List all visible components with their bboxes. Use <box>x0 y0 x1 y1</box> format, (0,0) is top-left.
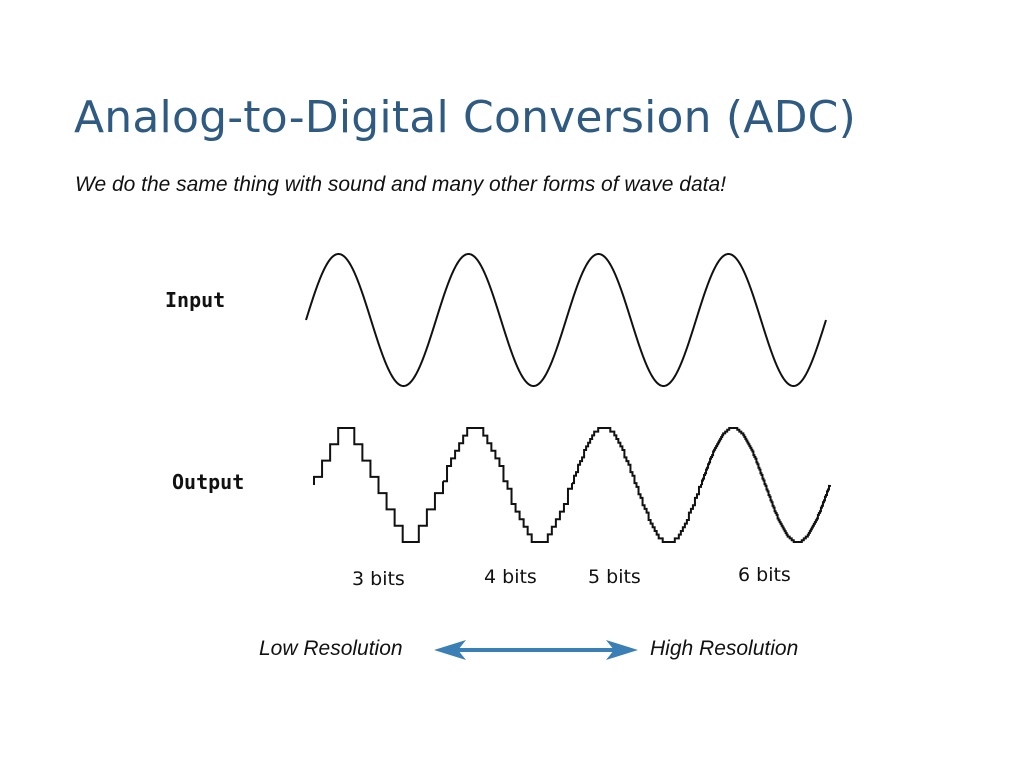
slide-title: Analog-to-Digital Conversion (ADC) <box>74 92 856 143</box>
input-label: Input <box>165 288 226 312</box>
arrow-right-head <box>606 640 638 660</box>
high-resolution-label: High Resolution <box>650 637 799 660</box>
output-wave-5-bits <box>572 427 702 543</box>
input-analog-wave <box>305 253 827 387</box>
output-label: Output <box>172 470 245 494</box>
output-wave-3-bits <box>313 427 444 543</box>
slide-subtitle: We do the same thing with sound and many… <box>75 173 726 196</box>
output-wave-4-bits <box>443 427 573 543</box>
low-resolution-label: Low Resolution <box>259 637 403 660</box>
output-wave-6-bits <box>701 427 831 543</box>
arrow-left-head <box>434 640 466 660</box>
bit-depth-label-5: 5 bits <box>588 566 641 588</box>
resolution-arrow <box>434 640 638 660</box>
output-digital-waves <box>313 427 831 543</box>
bit-depth-label-3: 3 bits <box>352 568 405 590</box>
bit-depth-label-4: 4 bits <box>484 566 537 588</box>
bit-depth-label-6: 6 bits <box>738 564 791 586</box>
